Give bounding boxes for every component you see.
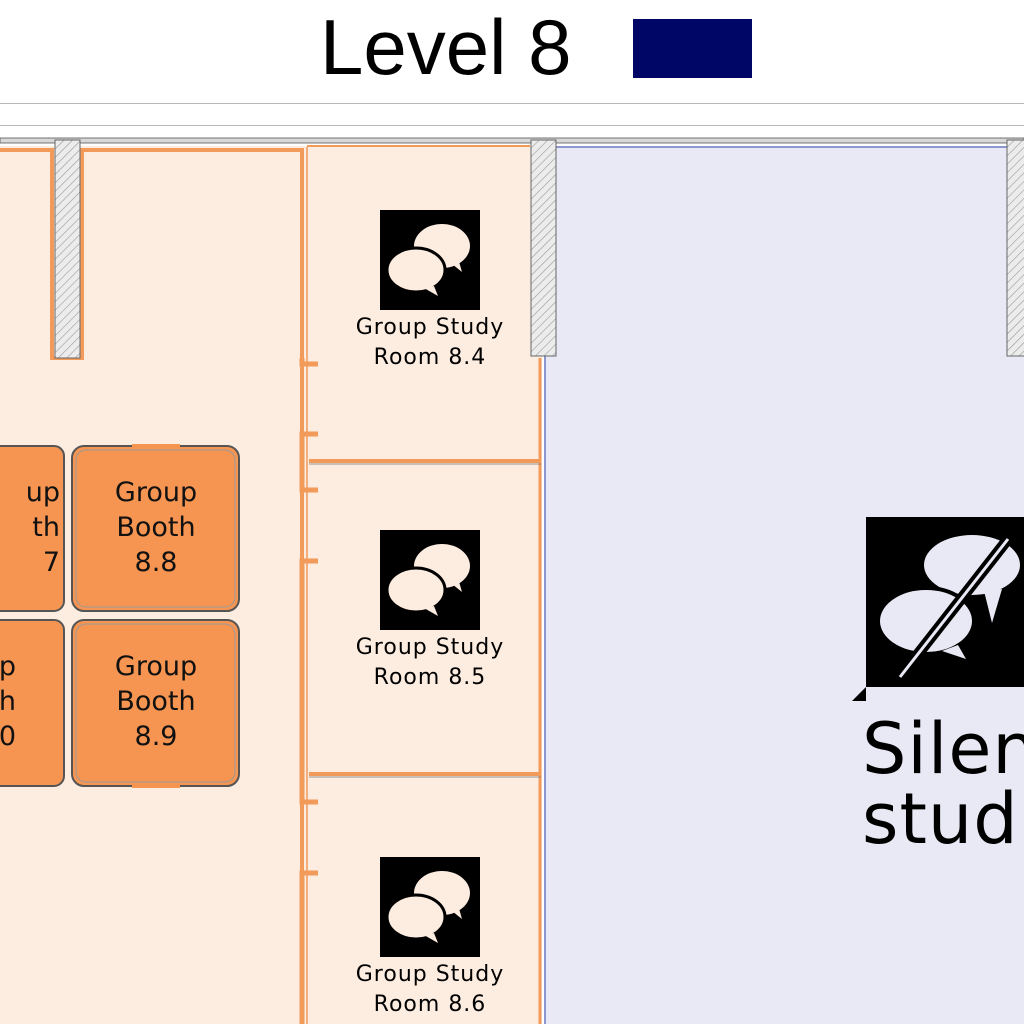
room-label-line: Room 8.6: [373, 992, 487, 1017]
booth-label-8-8: Group Booth 8.8: [76, 475, 236, 580]
booth-label-line: Group: [114, 651, 198, 682]
zone-label-line: stud: [862, 778, 1019, 854]
column: [530, 139, 557, 357]
booth-label-8-9: Group Booth 8.9: [76, 649, 236, 754]
booth-label-line: Booth: [116, 686, 196, 717]
room-label-8-4: Group Study Room 8.4: [330, 313, 530, 373]
booth-label-line: 0: [0, 721, 16, 752]
booth-label-line: th: [0, 686, 16, 717]
booth-label-line: up: [25, 477, 60, 508]
room-label-line: Group Study: [355, 635, 505, 660]
room-divider: [309, 772, 541, 776]
level-title: Level 8: [320, 3, 572, 91]
group-discussion-icon: [380, 530, 480, 630]
silent-study-label: Silen stud: [862, 714, 1024, 854]
group-booth-8-10[interactable]: [0, 619, 65, 787]
booth-label-8-10: up th 0: [0, 649, 16, 754]
column: [1006, 139, 1024, 357]
room-label-line: Room 8.5: [373, 665, 487, 690]
room-divider: [309, 459, 541, 463]
booth-label-line: 7: [42, 547, 60, 578]
room-label-line: Group Study: [355, 315, 505, 340]
booth-label-line: up: [0, 651, 16, 682]
booth-label-line: Group: [114, 477, 198, 508]
group-booth-8-7[interactable]: [0, 445, 65, 612]
room-label-line: Group Study: [355, 962, 505, 987]
booth-label-line: 8.8: [134, 547, 178, 578]
booth-label-line: Booth: [116, 512, 196, 543]
group-booths: [0, 444, 240, 788]
outer-wall: [0, 137, 1024, 144]
booth-label-line: 8.9: [134, 721, 178, 752]
header-rule-top: [0, 103, 1024, 104]
level-color-swatch: [633, 19, 752, 78]
doors: [299, 358, 318, 1024]
booth-label-8-7: up th 7: [0, 475, 60, 580]
no-talking-icon: [852, 517, 1024, 701]
room-label-8-6: Group Study Room 8.6: [330, 960, 530, 1020]
booth-label-line: th: [32, 512, 60, 543]
map-header: Level 8: [0, 0, 1024, 104]
room-label-8-5: Group Study Room 8.5: [330, 633, 530, 693]
column: [54, 139, 81, 359]
room-label-line: Room 8.4: [373, 345, 487, 370]
zone-label-line: Silen: [862, 714, 1024, 790]
header-rule-bottom: [0, 125, 1024, 126]
group-discussion-icon: [380, 857, 480, 957]
group-discussion-icon: [380, 210, 480, 310]
